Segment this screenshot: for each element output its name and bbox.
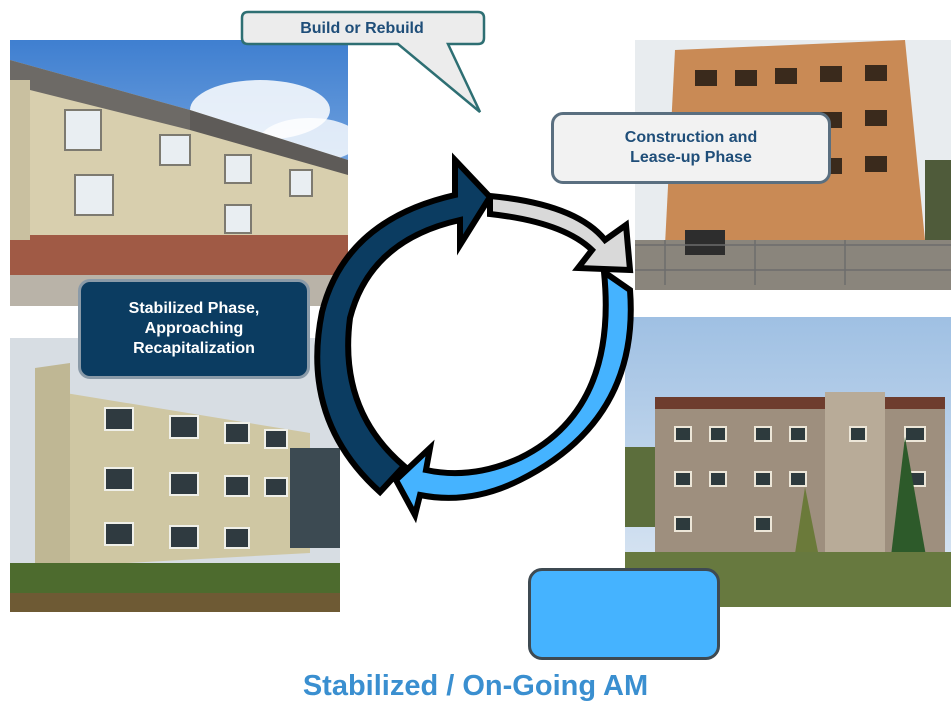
stabilized-approaching-label: Stabilized Phase, Approaching Recapitali… — [78, 279, 310, 379]
construction-phase-label: Construction and Lease-up Phase — [551, 112, 831, 184]
construction-arrow — [487, 192, 634, 274]
footer-title: Stabilized / On-Going AM — [302, 670, 649, 702]
construction-phase-text: Construction and Lease-up Phase — [624, 129, 758, 166]
build-callout-label: Build or Rebuild — [300, 20, 424, 37]
build-callout: Build or Rebuild — [240, 10, 486, 113]
photo-apartment-left — [10, 338, 340, 612]
stabilized-approaching-text: Stabilized Phase, Approaching Recapitali… — [128, 300, 260, 357]
photo-apartment-right — [625, 317, 951, 607]
recapitalization-arrow — [314, 152, 494, 497]
ongoing-arrow — [392, 265, 634, 524]
ongoing-phase-box — [528, 568, 720, 660]
